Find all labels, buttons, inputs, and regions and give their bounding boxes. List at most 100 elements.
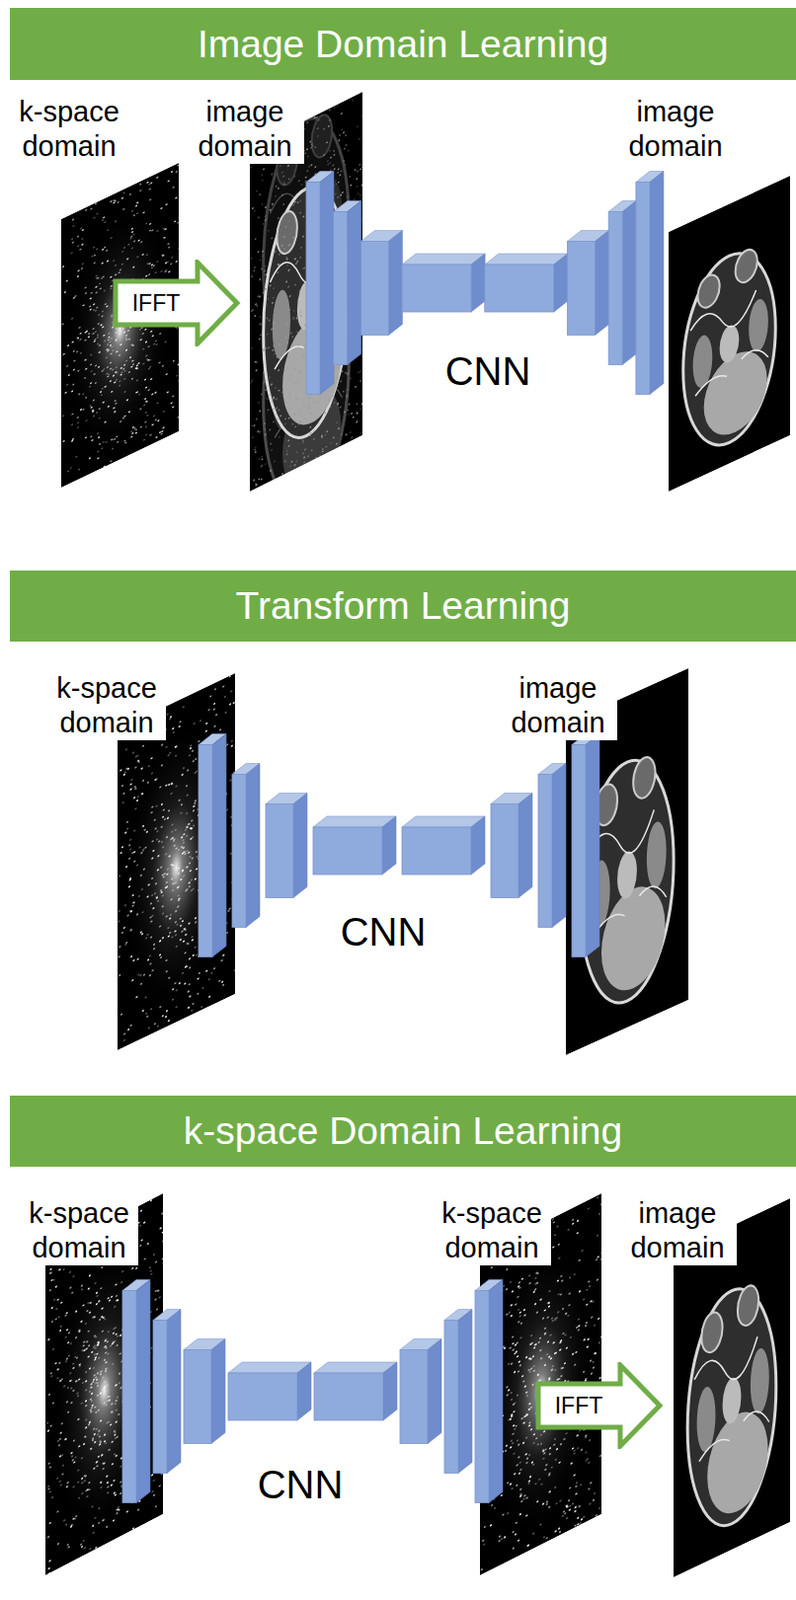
- layer-side: [622, 201, 637, 366]
- layer-side: [554, 253, 568, 313]
- layer-top: [313, 816, 397, 828]
- layer-front: [571, 745, 586, 958]
- layer-side: [649, 171, 664, 396]
- brainstem: [617, 847, 637, 903]
- layer-front: [306, 182, 320, 396]
- temporal-lobe: [646, 817, 667, 893]
- layer-front: [444, 1321, 459, 1475]
- layer-side: [136, 1280, 151, 1505]
- layer-side: [212, 734, 227, 958]
- layer-front: [636, 182, 650, 396]
- tissue-line: [694, 1332, 770, 1465]
- arrow-text: IFFT: [116, 281, 196, 325]
- layer-top: [228, 1362, 312, 1374]
- layer-front: [399, 1351, 428, 1445]
- layer-front: [490, 804, 519, 899]
- layer-front: [333, 212, 348, 366]
- ifft-arrow: IFFT: [112, 259, 241, 347]
- layer-front: [314, 1373, 384, 1422]
- layer-front: [228, 1373, 298, 1422]
- temporal-lobe: [748, 295, 769, 357]
- layer-side: [297, 1362, 312, 1422]
- header-text: k-space Domain Learning: [183, 1110, 623, 1154]
- layer-side: [347, 201, 362, 366]
- brainstem: [719, 321, 740, 368]
- eye: [735, 245, 758, 288]
- layer-front: [265, 804, 294, 899]
- section-header: k-space Domain Learning: [9, 1096, 796, 1168]
- layer-front: [183, 1351, 212, 1445]
- layer-side: [382, 816, 397, 876]
- layer-top: [314, 1362, 398, 1374]
- section-header: Image Domain Learning: [9, 7, 796, 80]
- layer-front: [401, 264, 472, 313]
- layer-side: [166, 1310, 181, 1475]
- layer-side: [552, 764, 566, 929]
- domain-label: k-space domain: [9, 94, 129, 164]
- header-text: Image Domain Learning: [197, 22, 609, 67]
- layer-side: [383, 1362, 398, 1422]
- arrow-outline: [538, 1365, 660, 1447]
- network-label: CNN: [257, 1461, 344, 1510]
- layer-front: [122, 1291, 137, 1505]
- domain-label: image domain: [616, 94, 735, 164]
- cnn-network: [198, 734, 600, 958]
- layer-side: [595, 231, 610, 336]
- image-panel: [668, 175, 791, 492]
- head-outline: [683, 234, 776, 465]
- layer-side: [427, 1340, 442, 1445]
- layer-front: [608, 212, 623, 366]
- domain-label: image domain: [618, 1196, 737, 1267]
- layer-side: [458, 1310, 473, 1475]
- layer-front: [567, 241, 596, 336]
- domain-label: k-space domain: [47, 671, 166, 741]
- section-header: Transform Learning: [9, 570, 796, 642]
- layer-front: [360, 241, 389, 336]
- layer-side: [471, 816, 485, 876]
- layer-side: [211, 1340, 226, 1445]
- layer-front: [198, 745, 213, 958]
- eye: [276, 207, 298, 259]
- network-label: CNN: [445, 347, 532, 396]
- eye: [701, 1308, 722, 1357]
- ifft-arrow: IFFT: [535, 1362, 664, 1450]
- layer-side: [245, 764, 260, 929]
- domain-label: k-space domain: [19, 1196, 139, 1267]
- panel-ground: [668, 175, 791, 492]
- layer-side: [488, 1280, 503, 1505]
- eye: [633, 753, 655, 803]
- layer-side: [319, 171, 334, 396]
- temporal-lobe: [750, 1345, 770, 1420]
- eye: [698, 270, 720, 313]
- header-text: Transform Learning: [236, 584, 571, 629]
- cerebellum: [704, 339, 768, 448]
- cerebellum: [707, 1400, 768, 1527]
- tissue-line: [690, 284, 769, 398]
- layer-front: [232, 775, 246, 929]
- brainstem: [722, 1374, 742, 1430]
- layer-side: [293, 794, 308, 899]
- domain-label: k-space domain: [432, 1196, 552, 1267]
- domain-label: image domain: [185, 94, 305, 164]
- layer-front: [153, 1321, 167, 1475]
- temporal-lobe: [693, 330, 714, 393]
- layer-side: [388, 231, 402, 336]
- arrow-outline: [115, 262, 238, 344]
- layer-top: [401, 253, 485, 265]
- network-label: CNN: [340, 908, 427, 956]
- layer-front: [538, 775, 553, 929]
- layer-front: [484, 264, 555, 313]
- layer-top: [401, 816, 485, 828]
- layer-side: [471, 253, 485, 313]
- layer-front: [401, 827, 472, 876]
- layer-top: [484, 253, 568, 265]
- head-outline: [687, 1270, 777, 1546]
- arrow-text: IFFT: [539, 1384, 619, 1429]
- layer-front: [313, 827, 383, 876]
- layer-side: [518, 794, 533, 899]
- cnn-network: [306, 171, 664, 396]
- layer-front: [475, 1291, 489, 1505]
- domain-label: image domain: [498, 671, 618, 741]
